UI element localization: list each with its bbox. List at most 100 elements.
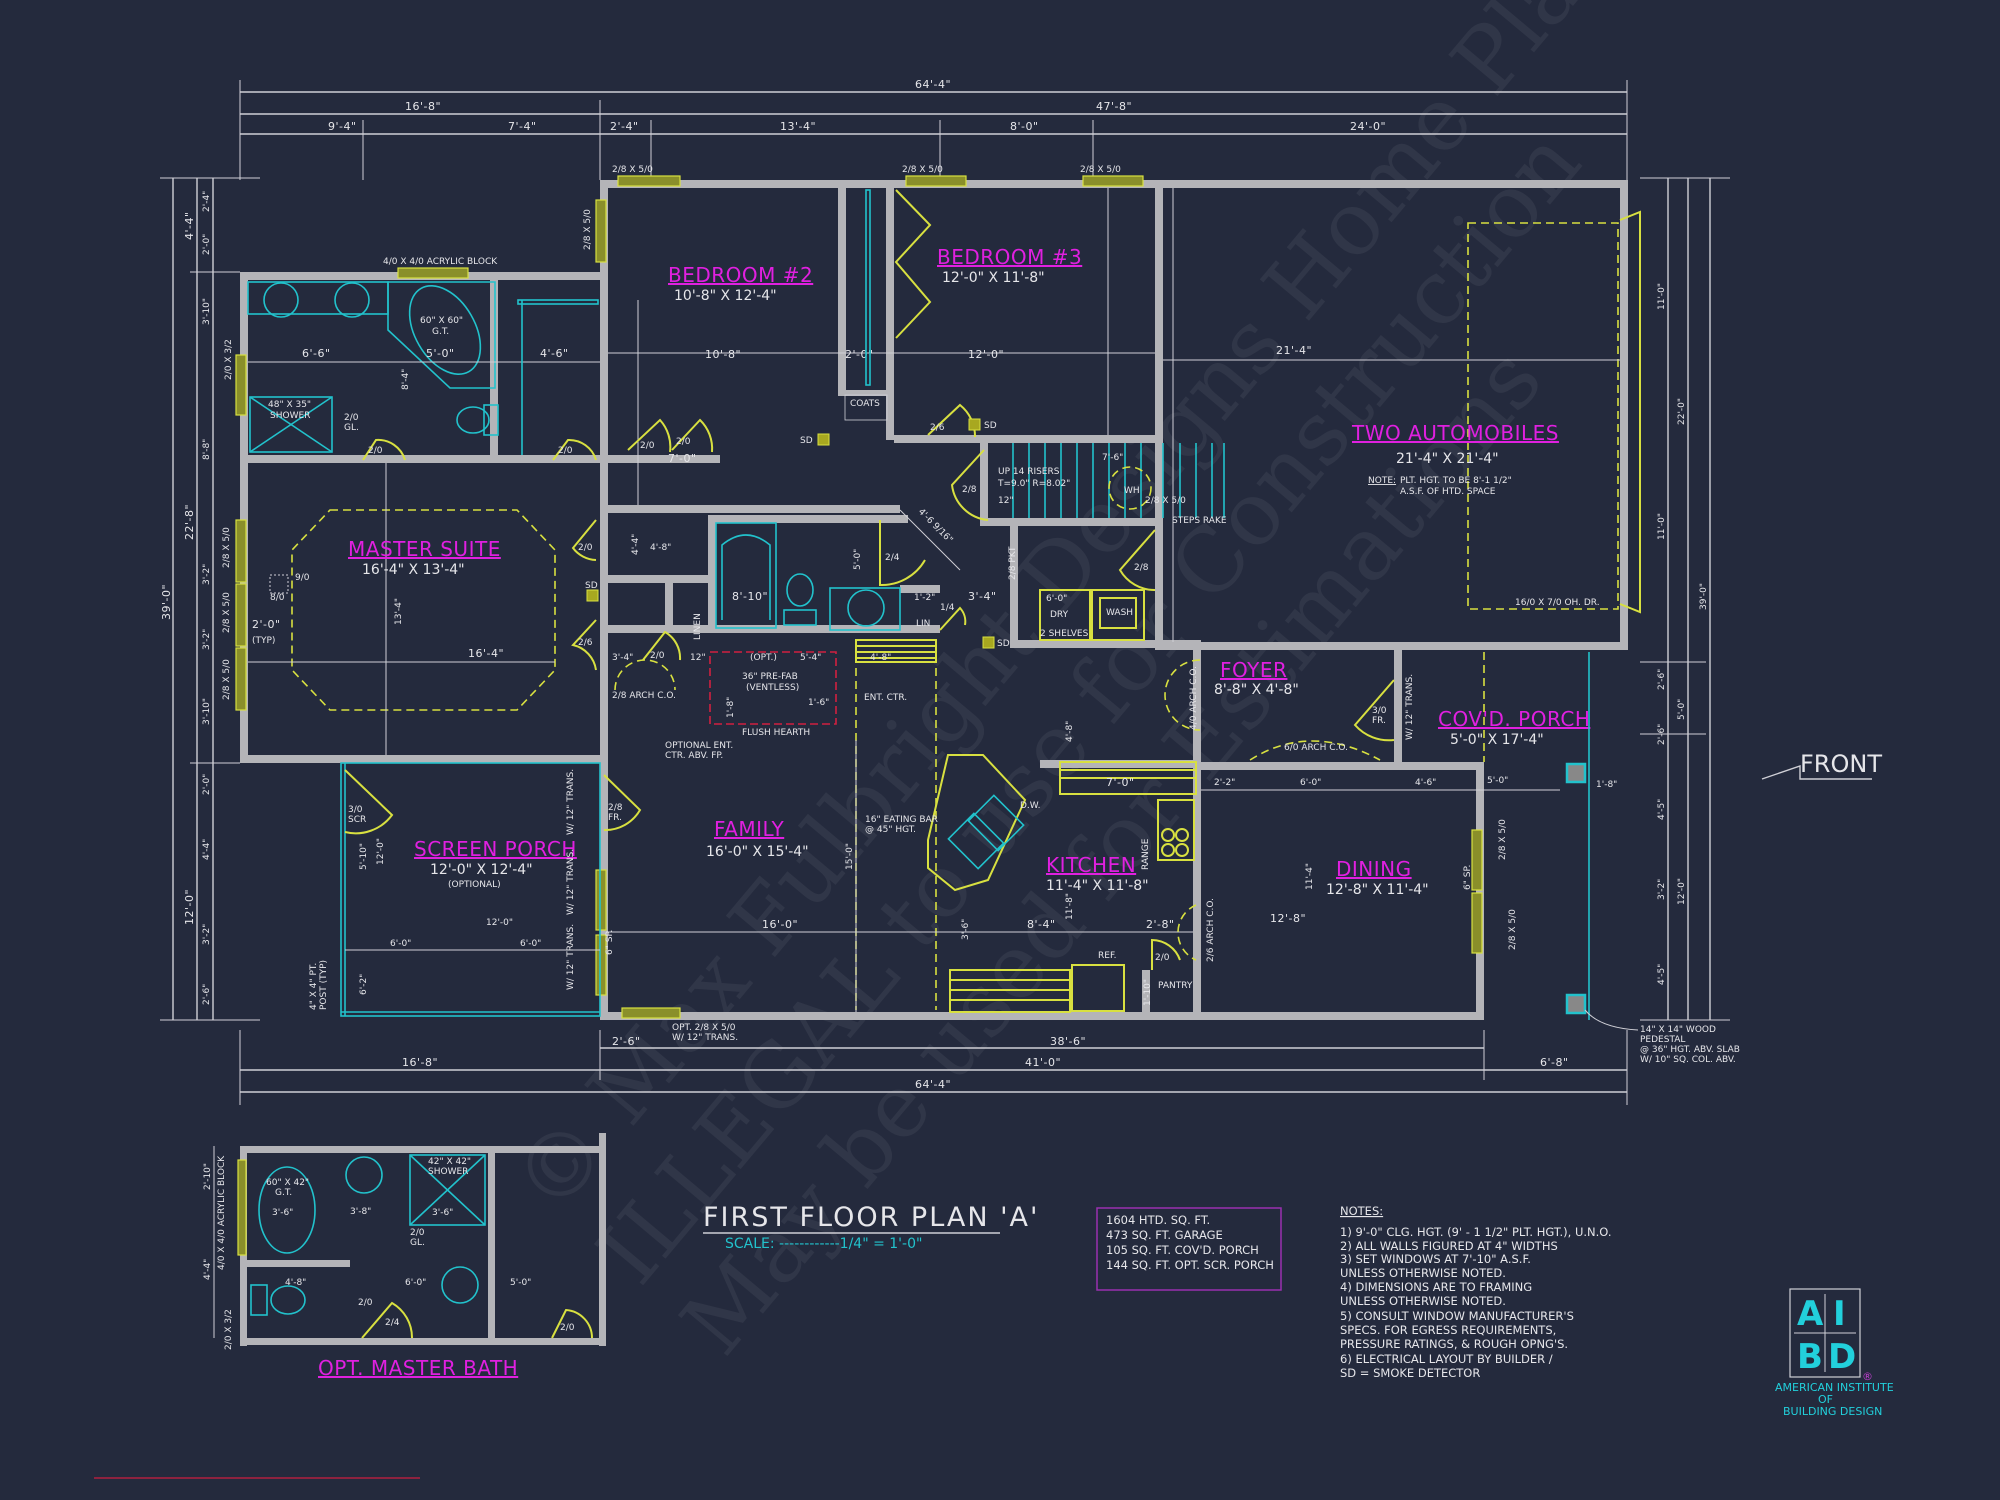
- svg-text:4'-8": 4'-8": [870, 653, 891, 663]
- family-room: FAMILY 16'-0" X 15'-4" 16'-0" 15'-0" 2/8…: [603, 721, 1193, 1043]
- svg-text:8'-4": 8'-4": [401, 369, 411, 390]
- svg-text:4" X 4" PT.: 4" X 4" PT.: [309, 963, 319, 1010]
- svg-text:2/8: 2/8: [1134, 563, 1149, 573]
- foyer-dining: FOYER 8'-8" X 4'-8" 4/0 ARCH C.O. 6/0 AR…: [1164, 652, 1740, 1065]
- svg-text:16'-0" X 15'-4": 16'-0" X 15'-4": [706, 844, 809, 860]
- svg-text:7'-4": 7'-4": [508, 120, 537, 133]
- svg-text:W/ 10" SQ. COL. ABV.: W/ 10" SQ. COL. ABV.: [1640, 1055, 1736, 1065]
- svg-text:2/8 X 5/0: 2/8 X 5/0: [583, 209, 593, 250]
- svg-text:38'-6": 38'-6": [1050, 1035, 1086, 1048]
- svg-text:60" X 60": 60" X 60": [420, 316, 463, 326]
- svg-text:(VENTLESS): (VENTLESS): [746, 683, 799, 693]
- svg-text:PLT. HGT. TO BE 8'-1 1/2": PLT. HGT. TO BE 8'-1 1/2": [1400, 476, 1512, 486]
- svg-text:4) DIMENSIONS ARE TO FRAMING: 4) DIMENSIONS ARE TO FRAMING: [1340, 1280, 1532, 1294]
- svg-text:4'-6": 4'-6": [540, 347, 569, 360]
- svg-text:1) 9'-0" CLG. HGT. (9' - 1 1: 1) 9'-0" CLG. HGT. (9' - 1 1/2" PLT. HGT…: [1340, 1225, 1612, 1239]
- svg-text:9'-4": 9'-4": [328, 120, 357, 133]
- svg-text:3'-6": 3'-6": [432, 1208, 453, 1218]
- svg-text:64'-4": 64'-4": [915, 1078, 951, 1091]
- svg-text:2/0: 2/0: [344, 413, 359, 423]
- svg-text:2/0: 2/0: [358, 1298, 373, 1308]
- windows: 2/8 X 5/0 2/8 X 5/0 2/8 X 5/0 4/0 X 4/0 …: [222, 165, 1483, 1019]
- svg-text:10'-8": 10'-8": [705, 348, 741, 361]
- svg-text:3'-2": 3'-2": [1657, 879, 1667, 900]
- svg-text:12'-0" X 11'-8": 12'-0" X 11'-8": [942, 270, 1045, 286]
- svg-text:UP 14 RISERS: UP 14 RISERS: [998, 467, 1060, 477]
- svg-text:REF.: REF.: [1098, 951, 1117, 961]
- svg-text:2/0: 2/0: [1155, 953, 1170, 963]
- svg-text:12'-0": 12'-0": [183, 889, 196, 925]
- area-summary: 1604 HTD. SQ. FT. 473 SQ. FT. GARAGE 105…: [1096, 1207, 1282, 1291]
- svg-text:16'-4": 16'-4": [468, 647, 504, 660]
- svg-text:2/0: 2/0: [560, 1323, 575, 1333]
- svg-text:4'-8": 4'-8": [1065, 721, 1075, 742]
- svg-text:2/6: 2/6: [578, 638, 593, 648]
- svg-text:2'-4": 2'-4": [202, 191, 212, 212]
- stair-treads: [1012, 443, 1225, 518]
- svg-text:W/ 12" TRANS.: W/ 12" TRANS.: [566, 769, 576, 835]
- svg-text:3'-6": 3'-6": [961, 919, 971, 940]
- svg-text:6'-0": 6'-0": [405, 1278, 426, 1288]
- svg-text:41'-0": 41'-0": [1025, 1056, 1061, 1069]
- svg-text:CTR. ABV. FP.: CTR. ABV. FP.: [665, 751, 723, 761]
- svg-text:ENT. CTR.: ENT. CTR.: [864, 693, 907, 703]
- svg-text:1'-8": 1'-8": [726, 697, 736, 718]
- svg-text:42" X 42": 42" X 42": [428, 1157, 471, 1167]
- svg-text:PRESSURE RATINGS, & ROUGH OPNG: PRESSURE RATINGS, & ROUGH OPNG'S.: [1340, 1337, 1568, 1351]
- svg-text:POST (TYP): POST (TYP): [319, 960, 329, 1010]
- master-suite: MASTER SUITE 16'-4" X 13'-4" 13'-4" 16'-…: [248, 463, 599, 755]
- svg-text:3'-4": 3'-4": [968, 590, 997, 603]
- closets: 4'-8" 4'-4" 3'-4" 2/0 LINEN 12" 2/8 ARCH…: [612, 534, 706, 701]
- front-indicator: FRONT: [1761, 750, 1882, 780]
- svg-text:2'-0": 2'-0": [202, 234, 212, 255]
- svg-text:2'-2": 2'-2": [1214, 778, 1235, 788]
- svg-text:6) ELECTRICAL LAYOUT BY BUILD: 6) ELECTRICAL LAYOUT BY BUILDER /: [1340, 1352, 1553, 1366]
- screen-porch: 3/0 SCR SCREEN PORCH 12'-0" X 12'-4" (OP…: [309, 762, 601, 1017]
- garage: TWO AUTOMOBILES 21'-4" X 21'-4" NOTE: PL…: [1163, 188, 1641, 642]
- svg-text:39'-0": 39'-0": [160, 584, 173, 620]
- svg-text:48" X 35": 48" X 35": [268, 400, 311, 410]
- svg-text:2'-6": 2'-6": [612, 1035, 641, 1048]
- svg-text:UNLESS OTHERWISE NOTED.: UNLESS OTHERWISE NOTED.: [1340, 1266, 1506, 1280]
- svg-text:5'-0": 5'-0": [510, 1278, 531, 1288]
- svg-text:2'-10": 2'-10": [203, 1163, 213, 1190]
- svg-text:4'-5": 4'-5": [1657, 799, 1667, 820]
- svg-text:8/0: 8/0: [270, 593, 285, 603]
- svg-text:5'-4": 5'-4": [800, 653, 821, 663]
- svg-text:UNLESS OTHERWISE NOTED.: UNLESS OTHERWISE NOTED.: [1340, 1294, 1506, 1308]
- opt-master-bath-inset: 60" X 42" G.T. 3'-6" 42" X 42" SHOWER 3'…: [203, 1133, 606, 1380]
- svg-text:4'-6": 4'-6": [1415, 778, 1436, 788]
- svg-text:2/8 X 5/0: 2/8 X 5/0: [222, 527, 232, 568]
- svg-text:6'-2": 6'-2": [359, 974, 369, 995]
- svg-text:2'-6": 2'-6": [202, 984, 212, 1005]
- svg-text:@ 45" HGT.: @ 45" HGT.: [865, 825, 916, 835]
- svg-text:2/8 X 5/0: 2/8 X 5/0: [222, 592, 232, 633]
- svg-text:GL.: GL.: [344, 423, 359, 433]
- svg-text:12": 12": [690, 653, 706, 663]
- svg-text:(OPT.): (OPT.): [750, 653, 777, 663]
- right-dimensions: 11'-0" 11'-0" 22'-0" 39'-0" 2'-6" 2'-6" …: [1640, 177, 1730, 1021]
- svg-text:1'-6": 1'-6": [808, 698, 829, 708]
- svg-text:G.T.: G.T.: [275, 1188, 292, 1198]
- svg-text:OPTIONAL ENT.: OPTIONAL ENT.: [665, 741, 733, 751]
- room-label-kitchen: KITCHEN: [1046, 853, 1136, 877]
- room-label-foyer: FOYER: [1220, 658, 1287, 682]
- svg-text:FR.: FR.: [608, 813, 622, 823]
- svg-text:16'-8": 16'-8": [405, 100, 441, 113]
- svg-text:3/0: 3/0: [1372, 706, 1387, 716]
- svg-text:@ 36" HGT. ABV. SLAB: @ 36" HGT. ABV. SLAB: [1640, 1045, 1740, 1055]
- kitchen: RANGE D.W. 16" EATING BAR @ 45" HGT. KIT…: [865, 754, 1216, 1013]
- svg-text:2'-6": 2'-6": [1657, 669, 1667, 690]
- svg-text:12'-0": 12'-0": [1677, 878, 1687, 905]
- svg-text:2/8: 2/8: [608, 803, 623, 813]
- svg-text:2/0: 2/0: [558, 446, 573, 456]
- svg-text:G.T.: G.T.: [432, 327, 449, 337]
- svg-text:8'-8": 8'-8": [202, 439, 212, 460]
- svg-text:6" SP.: 6" SP.: [605, 930, 615, 955]
- svg-text:2'-0": 2'-0": [252, 618, 281, 631]
- svg-text:2/8 X 5/0: 2/8 X 5/0: [902, 165, 943, 175]
- svg-text:2/0: 2/0: [676, 437, 691, 447]
- svg-text:47'-8": 47'-8": [1096, 100, 1132, 113]
- svg-text:8'-10": 8'-10": [732, 590, 768, 603]
- svg-text:(TYP): (TYP): [252, 636, 275, 646]
